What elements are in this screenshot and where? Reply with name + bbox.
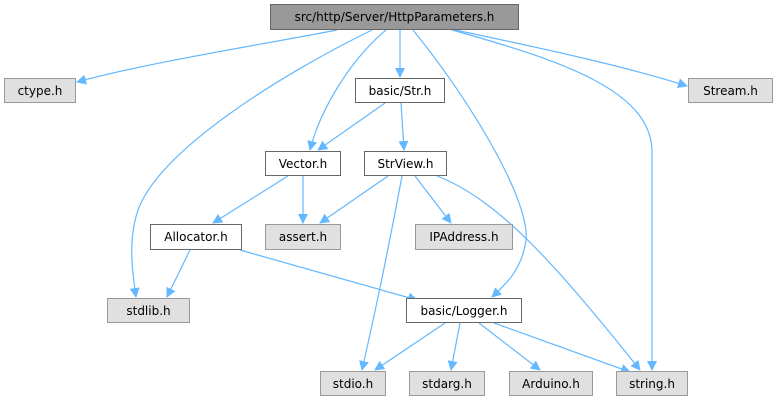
edge-strview-to-string [436, 175, 641, 371]
edge-root-to-stream [454, 29, 688, 89]
edge-strview-to-ipaddress [414, 175, 452, 224]
node-stdio[interactable]: stdio.h [320, 371, 386, 396]
node-arduino[interactable]: Arduino.h [509, 371, 593, 396]
edge-str-to-strview [398, 102, 409, 151]
node-label: assert.h [278, 230, 328, 244]
node-label: stdarg.h [422, 376, 472, 391]
edge-root-to-vector [307, 29, 387, 151]
node-label: string.h [629, 376, 675, 391]
node-allocator[interactable]: Allocator.h [150, 224, 242, 250]
edge-logger-to-stdarg [447, 322, 461, 371]
edge-logger-to-arduino [478, 322, 541, 371]
edge-vector-to-allocator [212, 175, 289, 224]
node-label: Stream.h [703, 83, 758, 98]
node-basic-str[interactable]: basic/Str.h [355, 78, 445, 103]
node-vector[interactable]: Vector.h [265, 151, 341, 176]
node-label: basic/Str.h [368, 83, 432, 98]
edge-root-to-ctype [76, 29, 338, 85]
node-stdarg[interactable]: stdarg.h [409, 371, 485, 396]
edge-root-to-stdlib [129, 29, 373, 298]
node-string[interactable]: string.h [616, 371, 688, 396]
node-root[interactable]: src/http/Server/HttpParameters.h [270, 4, 519, 30]
edge-str-to-vector [317, 102, 386, 151]
edge-root-to-logger [412, 29, 527, 298]
edge-strview-to-stdio [359, 175, 403, 371]
node-label: Arduino.h [522, 376, 580, 391]
edge-allocator-to-stdlib [166, 249, 191, 298]
node-assert[interactable]: assert.h [265, 224, 341, 250]
node-label: stdio.h [332, 376, 374, 391]
edge-root-to-string [451, 29, 657, 371]
node-label: Vector.h [278, 156, 328, 171]
edge-logger-to-string [493, 322, 631, 374]
node-stdlib[interactable]: stdlib.h [107, 298, 190, 323]
edge-strview-to-assert [319, 175, 389, 224]
node-ctype[interactable]: ctype.h [4, 78, 76, 103]
node-label: src/http/Server/HttpParameters.h [294, 10, 495, 24]
node-stream[interactable]: Stream.h [688, 78, 773, 103]
node-label: stdlib.h [126, 303, 171, 318]
node-label: Allocator.h [164, 230, 228, 244]
node-label: basic/Logger.h [420, 303, 508, 318]
node-ipaddress[interactable]: IPAddress.h [415, 224, 513, 250]
edge-logger-to-stdio [374, 322, 446, 371]
node-label: IPAddress.h [429, 230, 499, 244]
edge-allocator-to-logger [239, 249, 418, 303]
node-label: StrView.h [377, 156, 434, 171]
node-strview[interactable]: StrView.h [364, 151, 447, 176]
node-basic-logger[interactable]: basic/Logger.h [406, 298, 522, 323]
node-label: ctype.h [17, 83, 63, 98]
